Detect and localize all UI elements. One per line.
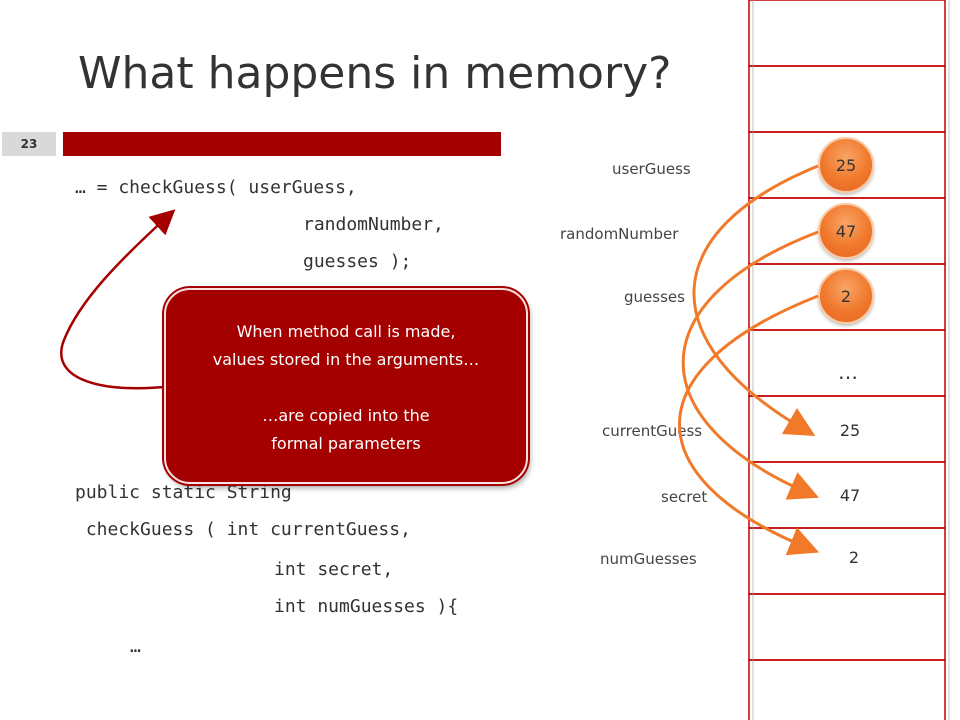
callout-line-2: values stored in the arguments… xyxy=(212,350,480,369)
code-decl-line-5: … xyxy=(130,636,141,657)
memory-label-secret: secret xyxy=(661,488,708,506)
memory-label-guesses: guesses xyxy=(624,288,685,306)
memory-value-secret: 47 xyxy=(839,486,861,505)
value-ball-guesses: 2 xyxy=(818,268,874,324)
code-decl-line-2: checkGuess ( int currentGuess, xyxy=(75,519,411,540)
memory-cell xyxy=(748,659,946,720)
code-call-line-3: guesses ); xyxy=(303,251,412,272)
title-accent-bar xyxy=(63,132,501,156)
memory-label-userguess: userGuess xyxy=(612,160,691,178)
explanation-callout: When method call is made, values stored … xyxy=(164,288,528,484)
code-call-line-2: randomNumber, xyxy=(303,214,444,235)
slide-title: What happens in memory? xyxy=(78,48,672,99)
memory-ellipsis: … xyxy=(838,360,858,384)
callout-line-1: When method call is made, xyxy=(236,322,456,341)
copy-arrow-userguess xyxy=(692,164,819,437)
code-decl-line-4: int numGuesses ){ xyxy=(274,596,459,617)
memory-label-randomnumber: randomNumber xyxy=(560,225,679,243)
value-ball-userguess: 25 xyxy=(818,137,874,193)
copy-arrow-randomnumber xyxy=(681,230,820,500)
memory-label-currentguess: currentGuess xyxy=(602,422,703,440)
memory-label-numguesses: numGuesses xyxy=(600,550,697,568)
copy-arrow-guesses xyxy=(678,294,820,556)
memory-value-currentguess: 25 xyxy=(839,421,861,440)
code-decl-line-3: int secret, xyxy=(274,559,394,580)
code-decl-line-1: public static String xyxy=(75,482,292,503)
memory-value-numguesses: 2 xyxy=(848,548,860,567)
callout-line-3: …are copied into the xyxy=(262,406,430,425)
code-call-line-1: … = checkGuess( userGuess, xyxy=(75,177,357,198)
callout-line-4: formal parameters xyxy=(271,434,421,453)
slide-number: 23 xyxy=(2,132,56,156)
value-ball-randomnumber: 47 xyxy=(818,203,874,259)
